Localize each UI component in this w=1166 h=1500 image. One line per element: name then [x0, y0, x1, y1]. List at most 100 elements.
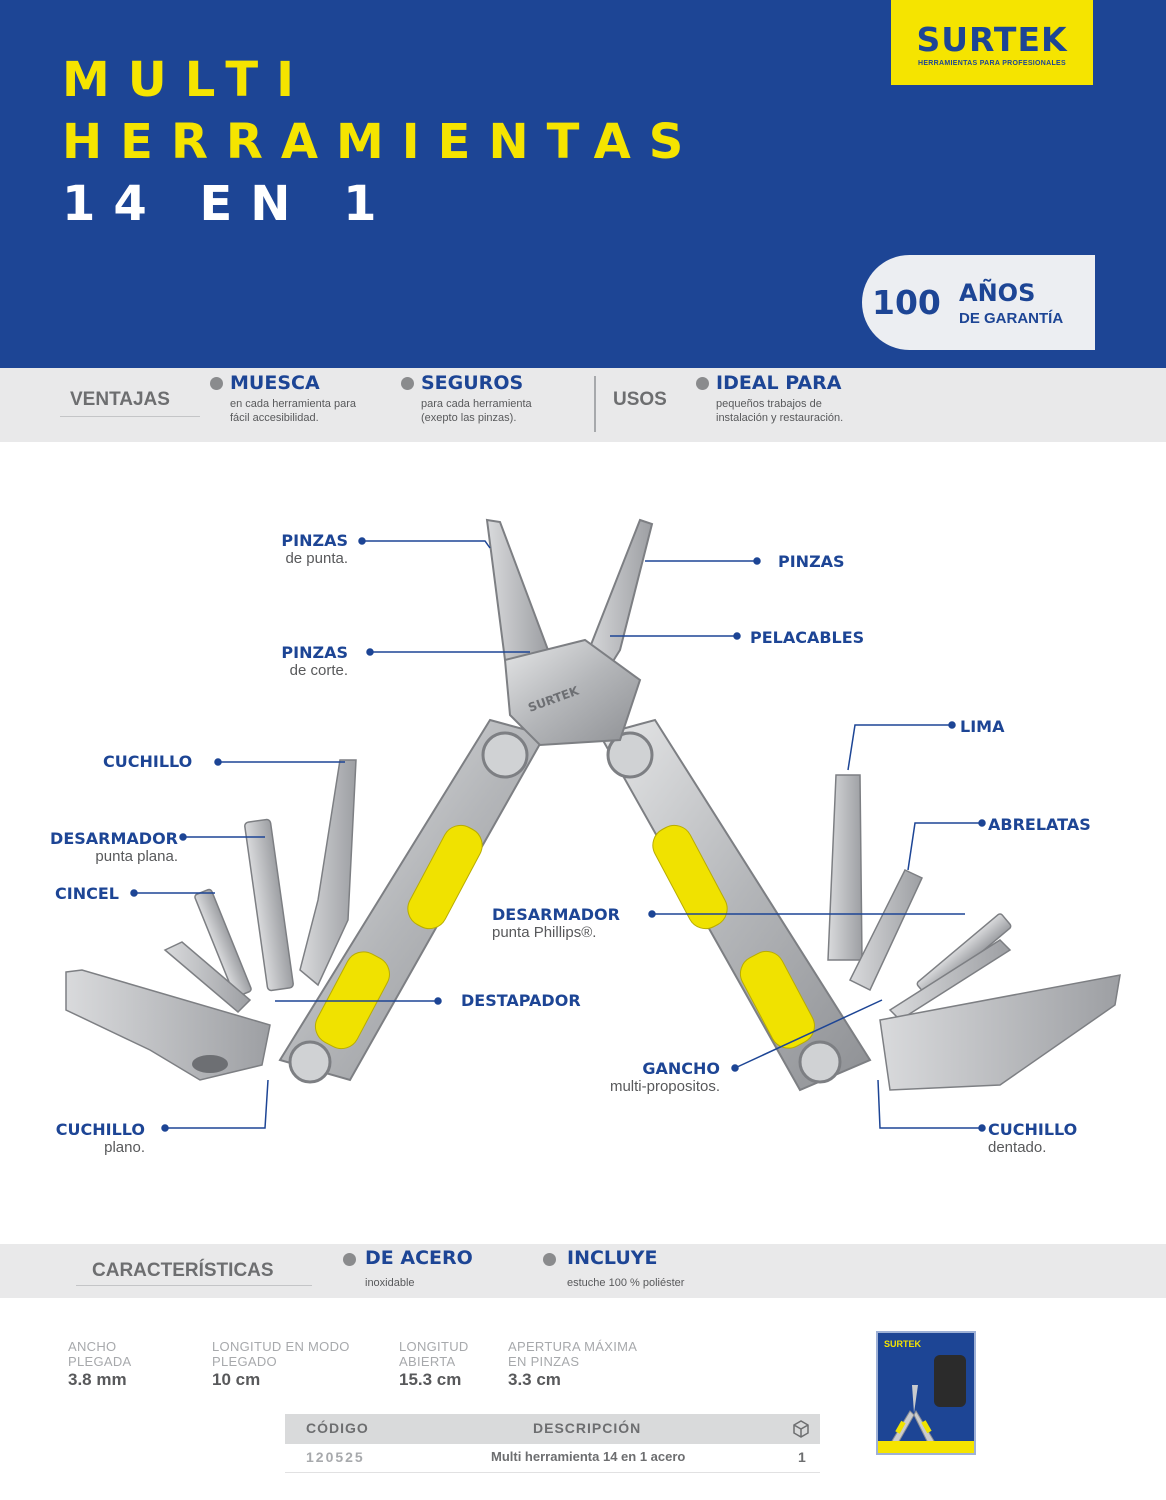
spec-label: APERTURA MÁXIMA — [508, 1339, 638, 1354]
feature-desc: en cada herramienta para — [230, 398, 356, 410]
callout-sub: dentado. — [988, 1139, 1047, 1156]
pliers-pivot-plate — [503, 638, 642, 747]
callout-pinzas-punta: PINZAS — [281, 531, 348, 550]
package-stripe — [878, 1441, 974, 1453]
file-icon — [827, 774, 863, 961]
package-image: SURTEK — [876, 1331, 976, 1455]
caracteristicas-label: CARACTERÍSTICAS — [92, 1260, 274, 1281]
serrated-knife-icon — [879, 974, 1121, 1091]
spec-label: PLEGADA — [68, 1354, 132, 1369]
spec-label: PLEGADO — [212, 1354, 277, 1369]
brand-tagline: HERRAMIENTAS PARA PROFESIONALES — [917, 60, 1066, 67]
ventajas-label: VENTAJAS — [70, 389, 170, 410]
bullet-icon — [343, 1253, 356, 1266]
callout-destapador: DESTAPADOR — [461, 991, 581, 1010]
feature-title-acero: DE ACERO — [365, 1247, 473, 1269]
callout-cuchillo-plano: CUCHILLO — [55, 1120, 145, 1139]
flat-screwdriver-icon — [244, 818, 294, 992]
feature-desc: pequeños trabajos de — [716, 398, 822, 410]
pivot-screw-icon — [481, 731, 529, 779]
callout-cuchillo: CUCHILLO — [103, 752, 193, 771]
callout-sub: plano. — [104, 1139, 145, 1156]
warranty-text: DE GARANTÍA — [959, 310, 1064, 327]
caracteristicas-bar: CARACTERÍSTICAS DE ACERO inoxidable INCL… — [0, 1244, 1166, 1298]
pivot-screw-icon — [288, 1040, 332, 1084]
bottle-opener-icon — [163, 941, 252, 1014]
right-handle — [598, 718, 872, 1092]
ventajas-bar: VENTAJAS MUESCA en cada herramienta para… — [0, 368, 1166, 442]
bullet-icon — [696, 377, 709, 390]
divider — [60, 416, 200, 417]
title-line-3: 14 EN 1 — [62, 176, 395, 232]
callout-gancho: GANCHO — [642, 1059, 720, 1078]
feature-desc: fácil accesibilidad. — [230, 412, 319, 424]
table-header-code: CÓDIGO — [306, 1420, 369, 1436]
pouch-icon — [934, 1355, 966, 1407]
handle-grip-yellow — [652, 824, 728, 930]
callout-lima: LIMA — [960, 717, 1005, 736]
brand-logo: SURTEK HERRAMIENTAS PARA PROFESIONALES — [891, 0, 1093, 85]
pliers-head — [485, 518, 654, 747]
spec-label: ABIERTA — [399, 1354, 456, 1369]
spec-value-longitud-plegado: 10 cm — [212, 1370, 261, 1389]
table-cell-code: 120525 — [306, 1449, 365, 1465]
warranty-badge: 100 AÑOS DE GARANTÍA — [862, 255, 1095, 350]
feature-title-muesca: MUESCA — [230, 372, 320, 394]
callout-desarmador-plana: DESARMADOR — [50, 829, 178, 848]
feature-title-ideal: IDEAL PARA — [716, 372, 842, 394]
table-header — [285, 1414, 820, 1444]
divider — [594, 376, 596, 432]
bullet-icon — [210, 377, 223, 390]
feature-desc: inoxidable — [365, 1277, 415, 1289]
warranty-years: AÑOS — [959, 279, 1036, 307]
spec-label: LONGITUD — [399, 1339, 469, 1354]
package-brand: SURTEK — [884, 1339, 922, 1349]
pivot-screw-icon — [606, 731, 654, 779]
spec-value-longitud-abierta: 15.3 cm — [399, 1370, 462, 1389]
callout-desarmador-phillips: DESARMADOR — [492, 905, 620, 924]
header-banner: MULTI HERRAMIENTAS 14 EN 1 SURTEK HERRAM… — [0, 0, 1166, 368]
callout-cincel: CINCEL — [55, 884, 119, 903]
feature-desc: estuche 100 % poliéster — [567, 1277, 685, 1289]
multitool-illustration: SURTEK — [65, 518, 1121, 1132]
callout-abrelatas: ABRELATAS — [988, 815, 1091, 834]
feature-title-seguros: SEGUROS — [421, 372, 524, 394]
callout-sub: de punta. — [285, 550, 348, 567]
left-tools — [65, 759, 357, 1081]
divider — [285, 1472, 820, 1473]
knife-hole — [192, 1055, 228, 1073]
callout-sub: punta Phillips®. — [492, 924, 597, 941]
callout-pelacables: PELACABLES — [750, 628, 865, 647]
feature-desc: para cada herramienta — [421, 398, 532, 410]
specs-section — [0, 1298, 1166, 1500]
warranty-number: 100 — [872, 283, 941, 322]
spec-label: EN PINZAS — [508, 1354, 580, 1369]
divider — [76, 1285, 312, 1286]
callout-cuchillo-dentado: CUCHILLO — [988, 1120, 1078, 1139]
spec-label: LONGITUD EN MODO — [212, 1339, 350, 1354]
knife-blade-icon — [299, 759, 357, 987]
callout-sub: de corte. — [289, 662, 348, 679]
feature-title-incluye: INCLUYE — [567, 1247, 658, 1269]
callout-pinzas-corte: PINZAS — [281, 643, 348, 662]
package-tool-icon — [891, 1385, 935, 1444]
spec-label: ANCHO — [68, 1339, 117, 1354]
table-header-description: DESCRIPCIÓN — [533, 1420, 642, 1436]
callout-sub: punta plana. — [95, 848, 178, 865]
bullet-icon — [543, 1253, 556, 1266]
pivot-screw-icon — [798, 1040, 842, 1084]
brand-name: SURTEK — [916, 20, 1068, 59]
table-cell-description: Multi herramienta 14 en 1 acero — [491, 1449, 686, 1464]
spec-value-apertura: 3.3 cm — [508, 1370, 561, 1389]
box-quantity-icon — [793, 1420, 809, 1438]
callout-leaders — [130, 537, 986, 1132]
title-line-2: HERRAMIENTAS — [62, 114, 702, 170]
callout-sub: multi-propositos. — [609, 1078, 720, 1095]
spec-value-ancho: 3.8 mm — [68, 1370, 127, 1389]
title-line-1: MULTI — [62, 52, 312, 108]
bullet-icon — [401, 377, 414, 390]
handle-grip-yellow — [739, 950, 815, 1049]
handle-grip-yellow — [407, 824, 483, 930]
usos-label: USOS — [613, 389, 667, 410]
table-cell-qty: 1 — [798, 1449, 806, 1465]
